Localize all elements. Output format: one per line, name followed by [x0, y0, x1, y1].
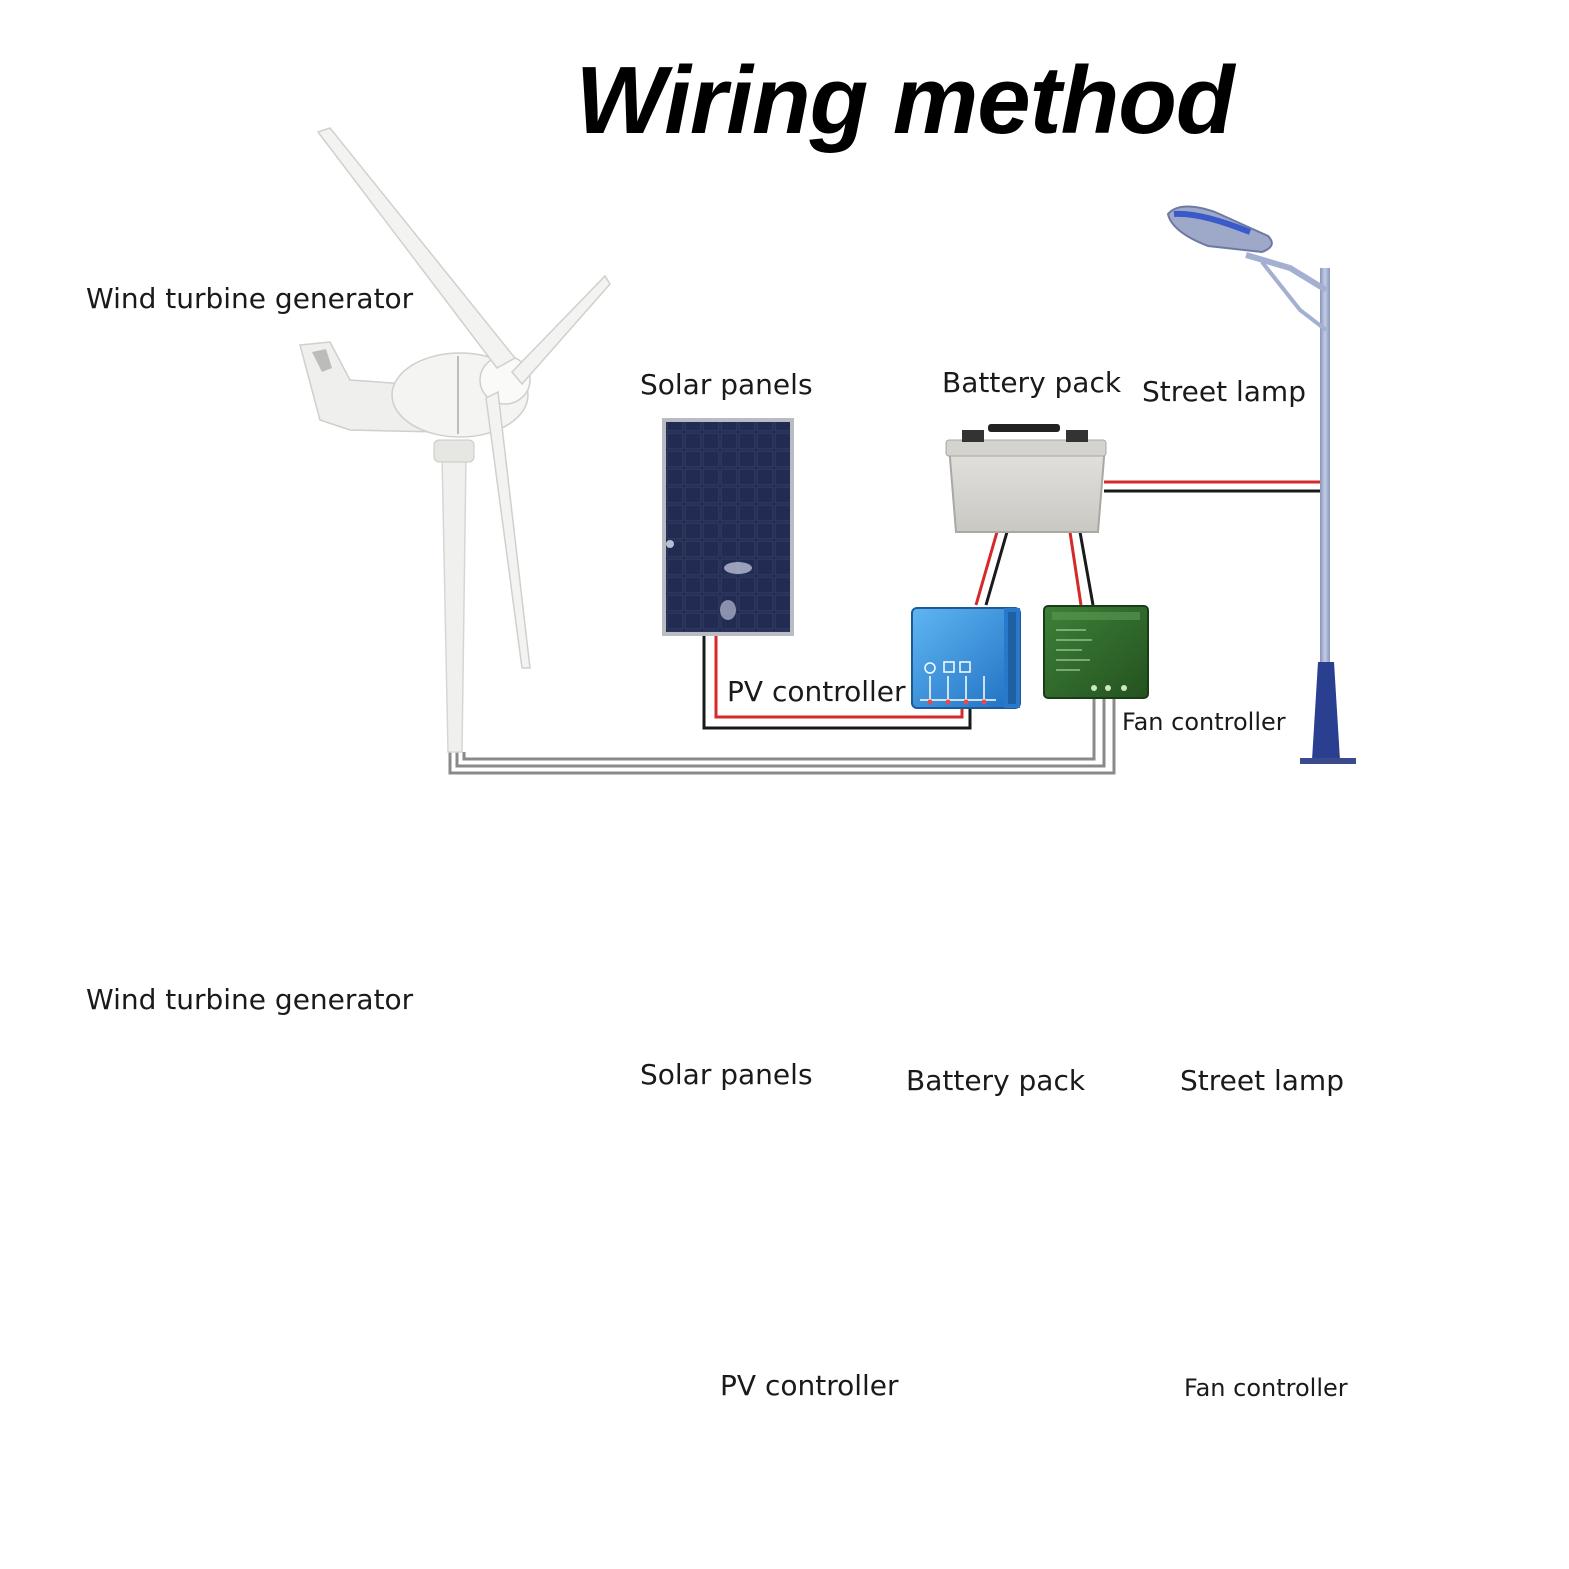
wires: [448, 480, 1322, 775]
label-solar-panels: Solar panels: [640, 368, 813, 401]
label-battery-pack: Battery pack: [906, 1064, 1086, 1097]
turbine-cable-1: [448, 690, 1116, 775]
pv-controller-icon: [911, 607, 1021, 709]
label-fan-controller: Fan controller: [1122, 708, 1286, 736]
diagram-street-light: [299, 127, 1356, 775]
page-title: Wiring method: [575, 47, 1234, 154]
pv-battery-red: [974, 531, 999, 606]
street-light-icon: [1166, 205, 1356, 764]
solar-cable-black: [702, 635, 972, 730]
label-solar-panels: Solar panels: [640, 1058, 813, 1091]
label-wind-turbine-generator: Wind turbine generator: [86, 983, 414, 1016]
label-wind-turbine-generator: Wind turbine generator: [86, 282, 414, 315]
label-street-lamp: Street lamp: [1142, 375, 1306, 408]
label-fan-controller: Fan controller: [1184, 1374, 1348, 1402]
battery-pack-icon: [945, 424, 1107, 533]
solar-panel-icon: [662, 418, 794, 636]
label-pv-controller: PV controller: [720, 1369, 899, 1402]
turbine-cable-3: [462, 690, 1096, 761]
pv-battery-black: [984, 531, 1009, 606]
wind-turbine-icon: [299, 127, 611, 753]
turbine-cable-2: [455, 690, 1106, 768]
label-battery-pack: Battery pack: [942, 366, 1122, 399]
fan-battery-red: [1068, 531, 1083, 606]
label-street-lamp: Street lamp: [1180, 1064, 1344, 1097]
label-pv-controller: PV controller: [727, 675, 906, 708]
fan-controller-icon: [1043, 605, 1149, 699]
fan-battery-black: [1078, 531, 1095, 606]
